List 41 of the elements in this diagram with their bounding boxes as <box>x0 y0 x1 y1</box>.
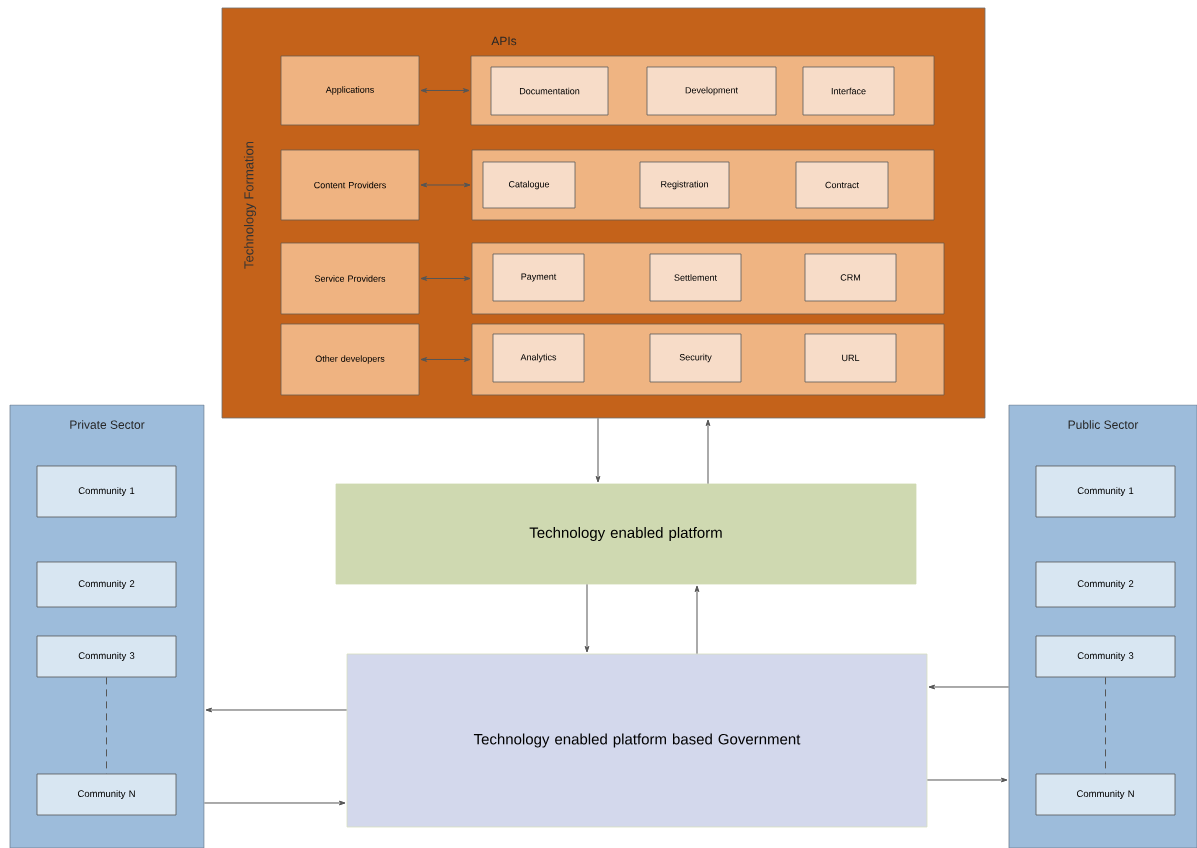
arrow <box>205 707 348 713</box>
heading: APIs <box>491 36 517 46</box>
community-box: Community 2 <box>1035 561 1176 608</box>
double-arrow <box>420 88 470 93</box>
api-box: Contract <box>795 161 889 209</box>
dashed-connector <box>1105 676 1106 775</box>
community-box: Community 1 <box>1035 465 1176 518</box>
api-box: Settlement <box>649 253 742 302</box>
arrow <box>705 419 711 485</box>
api-box: Documentation <box>490 66 609 116</box>
api-box: Interface <box>802 66 895 116</box>
arrow <box>584 583 590 653</box>
double-arrow <box>420 357 471 362</box>
api-box: Catalogue <box>482 161 576 209</box>
provider-box: Other developers <box>280 323 420 396</box>
api-box: Analytics <box>492 333 585 383</box>
api-box: Security <box>649 333 742 383</box>
community-box: Community N <box>36 773 177 816</box>
api-box: Development <box>646 66 777 116</box>
arrow <box>694 585 700 655</box>
government-box: Technology enabled platform based Government <box>346 653 928 828</box>
community-box: Community 1 <box>36 465 177 518</box>
dashed-connector <box>106 676 107 775</box>
platform-box: Technology enabled platform <box>335 483 917 585</box>
api-box: Payment <box>492 253 585 302</box>
api-box: CRM <box>804 253 897 302</box>
double-arrow <box>420 182 471 188</box>
api-box: Registration <box>639 161 730 209</box>
arrow <box>595 417 601 483</box>
provider-box: Applications <box>280 55 420 126</box>
double-arrow <box>420 276 471 281</box>
community-box: Community 3 <box>1035 635 1176 678</box>
community-box: Community 2 <box>36 561 177 608</box>
arrow <box>203 800 346 806</box>
community-box: Community N <box>1035 773 1176 816</box>
arrow <box>928 684 1010 690</box>
provider-box: Content Providers <box>280 149 420 221</box>
api-box: URL <box>804 333 897 383</box>
community-box: Community 3 <box>36 635 177 678</box>
arrow <box>926 777 1008 783</box>
provider-box: Service Providers <box>280 242 420 315</box>
